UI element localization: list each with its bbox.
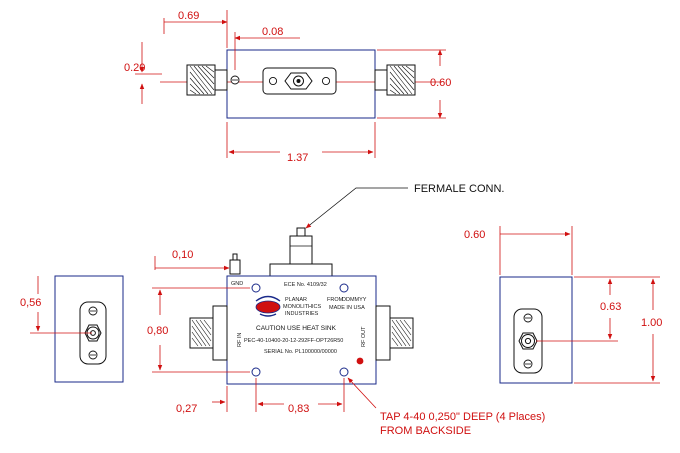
dim-right-height: 1.00 (641, 317, 662, 329)
top-view: 0.69 0.08 0.20 0.60 1.37 (124, 10, 451, 164)
polarity-dot-icon (356, 357, 364, 365)
serial-number: SERIAL No. PL100000/00000 (264, 349, 337, 355)
mounting-hole-icon (339, 283, 349, 293)
dim-left-connector-height: 0,56 (20, 297, 41, 309)
pmi-logo (255, 295, 281, 317)
dim-right-width: 0.60 (464, 229, 485, 241)
dim-top-height-offset: 0.20 (124, 62, 145, 74)
front-right-sma-connector (375, 305, 414, 361)
brand-line-1: PLANAR (285, 297, 307, 303)
made-in-label: MADE IN USA (329, 305, 365, 311)
gnd-label: GND (231, 281, 243, 287)
dim-right-connector-height: 0.63 (600, 301, 621, 313)
dim-front-hole-spacing-v: 0,80 (147, 325, 168, 337)
from-label: FROM (327, 297, 344, 303)
brand-line-2: MONOLITHICS (283, 304, 322, 310)
dim-top-mount-offset: 0.08 (262, 26, 283, 38)
tap-note-line-1: TAP 4-40 0,250" DEEP (4 Places) (380, 411, 545, 423)
top-left-sma-connector (186, 64, 228, 96)
dim-top-overall-offset: 0.69 (178, 10, 199, 22)
part-number: PEC-40-10400-20-12-292FF-OPT26R50 (244, 338, 343, 344)
left-end-view: 0,56 (20, 275, 124, 383)
tap-note-line-2: FROM BACKSIDE (380, 425, 471, 437)
dim-top-height: 0.60 (430, 77, 451, 89)
mounting-hole-icon (339, 367, 349, 377)
brand-line-3: INDUSTRIES (285, 311, 319, 317)
gnd-pin (229, 253, 241, 275)
part-ref: ECE No. 4109/32 (284, 282, 327, 288)
dim-front-hole-spacing-h: 0,83 (288, 403, 309, 415)
dim-front-left-offset: 0,27 (176, 403, 197, 415)
mount-screw-icon (268, 76, 278, 86)
side-mark-in: RF IN (237, 333, 243, 347)
top-right-sma-connector (374, 64, 416, 96)
mounting-hole-icon (251, 367, 261, 377)
dim-top-length: 1.37 (287, 152, 308, 164)
connector-pin-icon (296, 79, 301, 83)
mounting-hole-icon (251, 283, 261, 293)
caution-label: CAUTION USE HEAT SINK (256, 325, 337, 332)
connector-pin-icon (524, 337, 532, 345)
front-left-sma-connector (189, 305, 228, 361)
callout-female-connector: FERMALE CONN. (414, 183, 504, 195)
date-code: DDMMYY (342, 297, 367, 303)
side-mark-out: RF OUT (361, 326, 367, 347)
top-female-connector (269, 227, 333, 277)
dim-front-top-offset: 0,10 (172, 249, 193, 261)
right-end-view: 0.60 0.63 1.00 (464, 226, 662, 384)
front-view: GND ECE No. 4109/32 PLANAR MONOLITHICS I… (147, 183, 545, 437)
mount-screw-icon (321, 76, 331, 86)
